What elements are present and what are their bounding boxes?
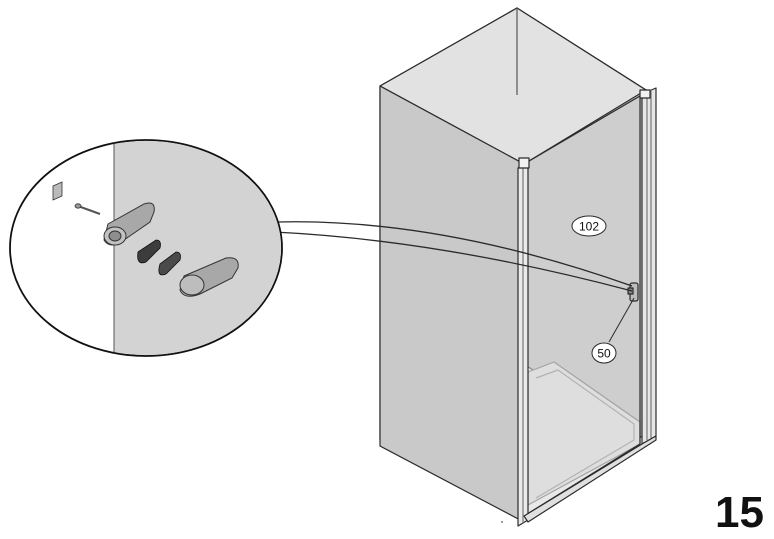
callout-label-102: 102 (579, 220, 599, 234)
inner-handle (103, 202, 155, 246)
callout-leader-50 (608, 297, 635, 343)
wall-profile-right (641, 87, 657, 445)
washer-light (158, 251, 181, 276)
outer-handle (179, 257, 239, 297)
bottom-threshold (523, 435, 657, 523)
callout-label-50: 50 (597, 347, 611, 361)
callout-50: 50 (591, 342, 617, 364)
callout-102: 102 (571, 215, 607, 237)
shower-enclosure (379, 7, 657, 527)
door-panel (523, 95, 641, 517)
magnifier-connector (273, 221, 633, 292)
detail-magnifier (9, 139, 283, 357)
screw-cap (52, 181, 63, 201)
washer-dark (137, 239, 161, 264)
screw (74, 203, 101, 215)
step-number: 15 (715, 488, 764, 537)
